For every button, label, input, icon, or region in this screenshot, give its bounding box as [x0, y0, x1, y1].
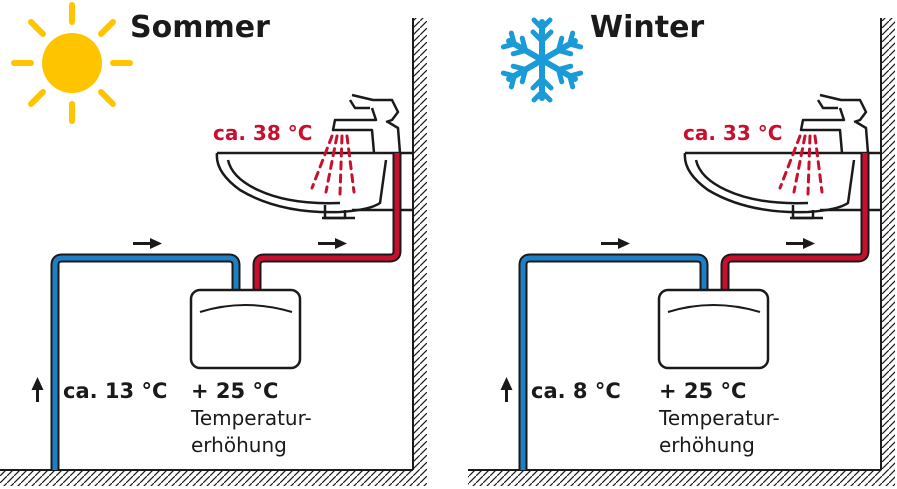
season-title: Sommer [130, 10, 270, 45]
water-spray [778, 134, 824, 196]
inlet-temperature: ca. 8 °C [531, 379, 621, 403]
water-spray [310, 134, 356, 196]
floor-hatching [0, 470, 427, 486]
snowflake-icon [503, 20, 581, 100]
increase-caption-line-2: erhöhung [659, 433, 755, 457]
faucet-icon [331, 93, 402, 154]
sun-icon [11, 2, 133, 124]
wall-hatching [881, 18, 895, 470]
flow-arrow-icon [786, 238, 815, 249]
flow-arrow-icon [133, 238, 162, 249]
temperature-increase: + 25 °C [659, 379, 746, 403]
wall-hatching [413, 18, 427, 470]
hot-water-pipe [252, 153, 402, 292]
season-title: Winter [590, 10, 704, 45]
outlet-temperature: ca. 33 °C [683, 121, 782, 145]
faucet-icon [799, 93, 870, 154]
sink-basin [683, 151, 881, 220]
temperature-increase: + 25 °C [191, 379, 278, 403]
outlet-temperature: ca. 38 °C [213, 121, 312, 145]
flow-arrow-icon [601, 238, 630, 249]
water-heater-unit [189, 288, 302, 370]
winter-panel: Winter ca. 33 °C [468, 10, 895, 486]
water-heater-unit [657, 288, 770, 370]
increase-caption-line-1: Temperatur- [658, 406, 780, 430]
flow-up-arrow-icon [31, 377, 44, 402]
floor-hatching [468, 470, 895, 486]
flow-arrow-icon [318, 238, 347, 249]
hot-water-pipe [720, 153, 870, 292]
inlet-temperature: ca. 13 °C [63, 379, 167, 403]
increase-caption-line-1: Temperatur- [190, 406, 312, 430]
summer-panel: Sommer ca. 38 °C [0, 2, 427, 486]
sink-basin [215, 151, 413, 220]
increase-caption-line-2: erhöhung [191, 433, 287, 457]
flow-up-arrow-icon [500, 377, 513, 402]
